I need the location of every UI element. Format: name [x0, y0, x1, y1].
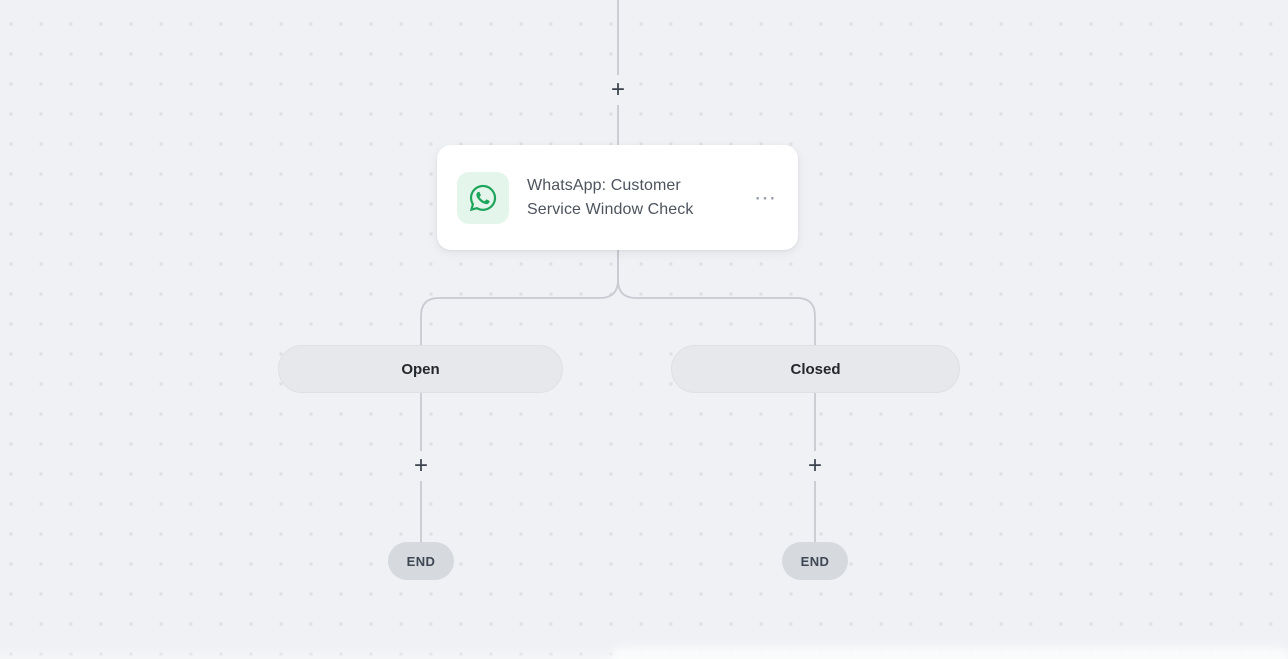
- node-whatsapp-service-window-check[interactable]: WhatsApp: Customer Service Window Check …: [437, 145, 798, 250]
- bottom-fade: [0, 647, 1288, 659]
- node-title: WhatsApp: Customer Service Window Check: [527, 176, 694, 218]
- branch-pill-open[interactable]: Open: [278, 345, 563, 393]
- add-step-button-top[interactable]: +: [603, 75, 633, 105]
- node-menu-button[interactable]: ⋯: [754, 184, 776, 210]
- branch-pill-closed[interactable]: Closed: [671, 345, 960, 393]
- end-node-closed-branch[interactable]: END: [782, 542, 848, 580]
- end-node-open-branch[interactable]: END: [388, 542, 454, 580]
- add-step-button-open-branch[interactable]: +: [406, 451, 436, 481]
- bottom-panel-glow: [612, 647, 1288, 659]
- add-step-button-closed-branch[interactable]: +: [800, 451, 830, 481]
- whatsapp-icon: [457, 171, 509, 224]
